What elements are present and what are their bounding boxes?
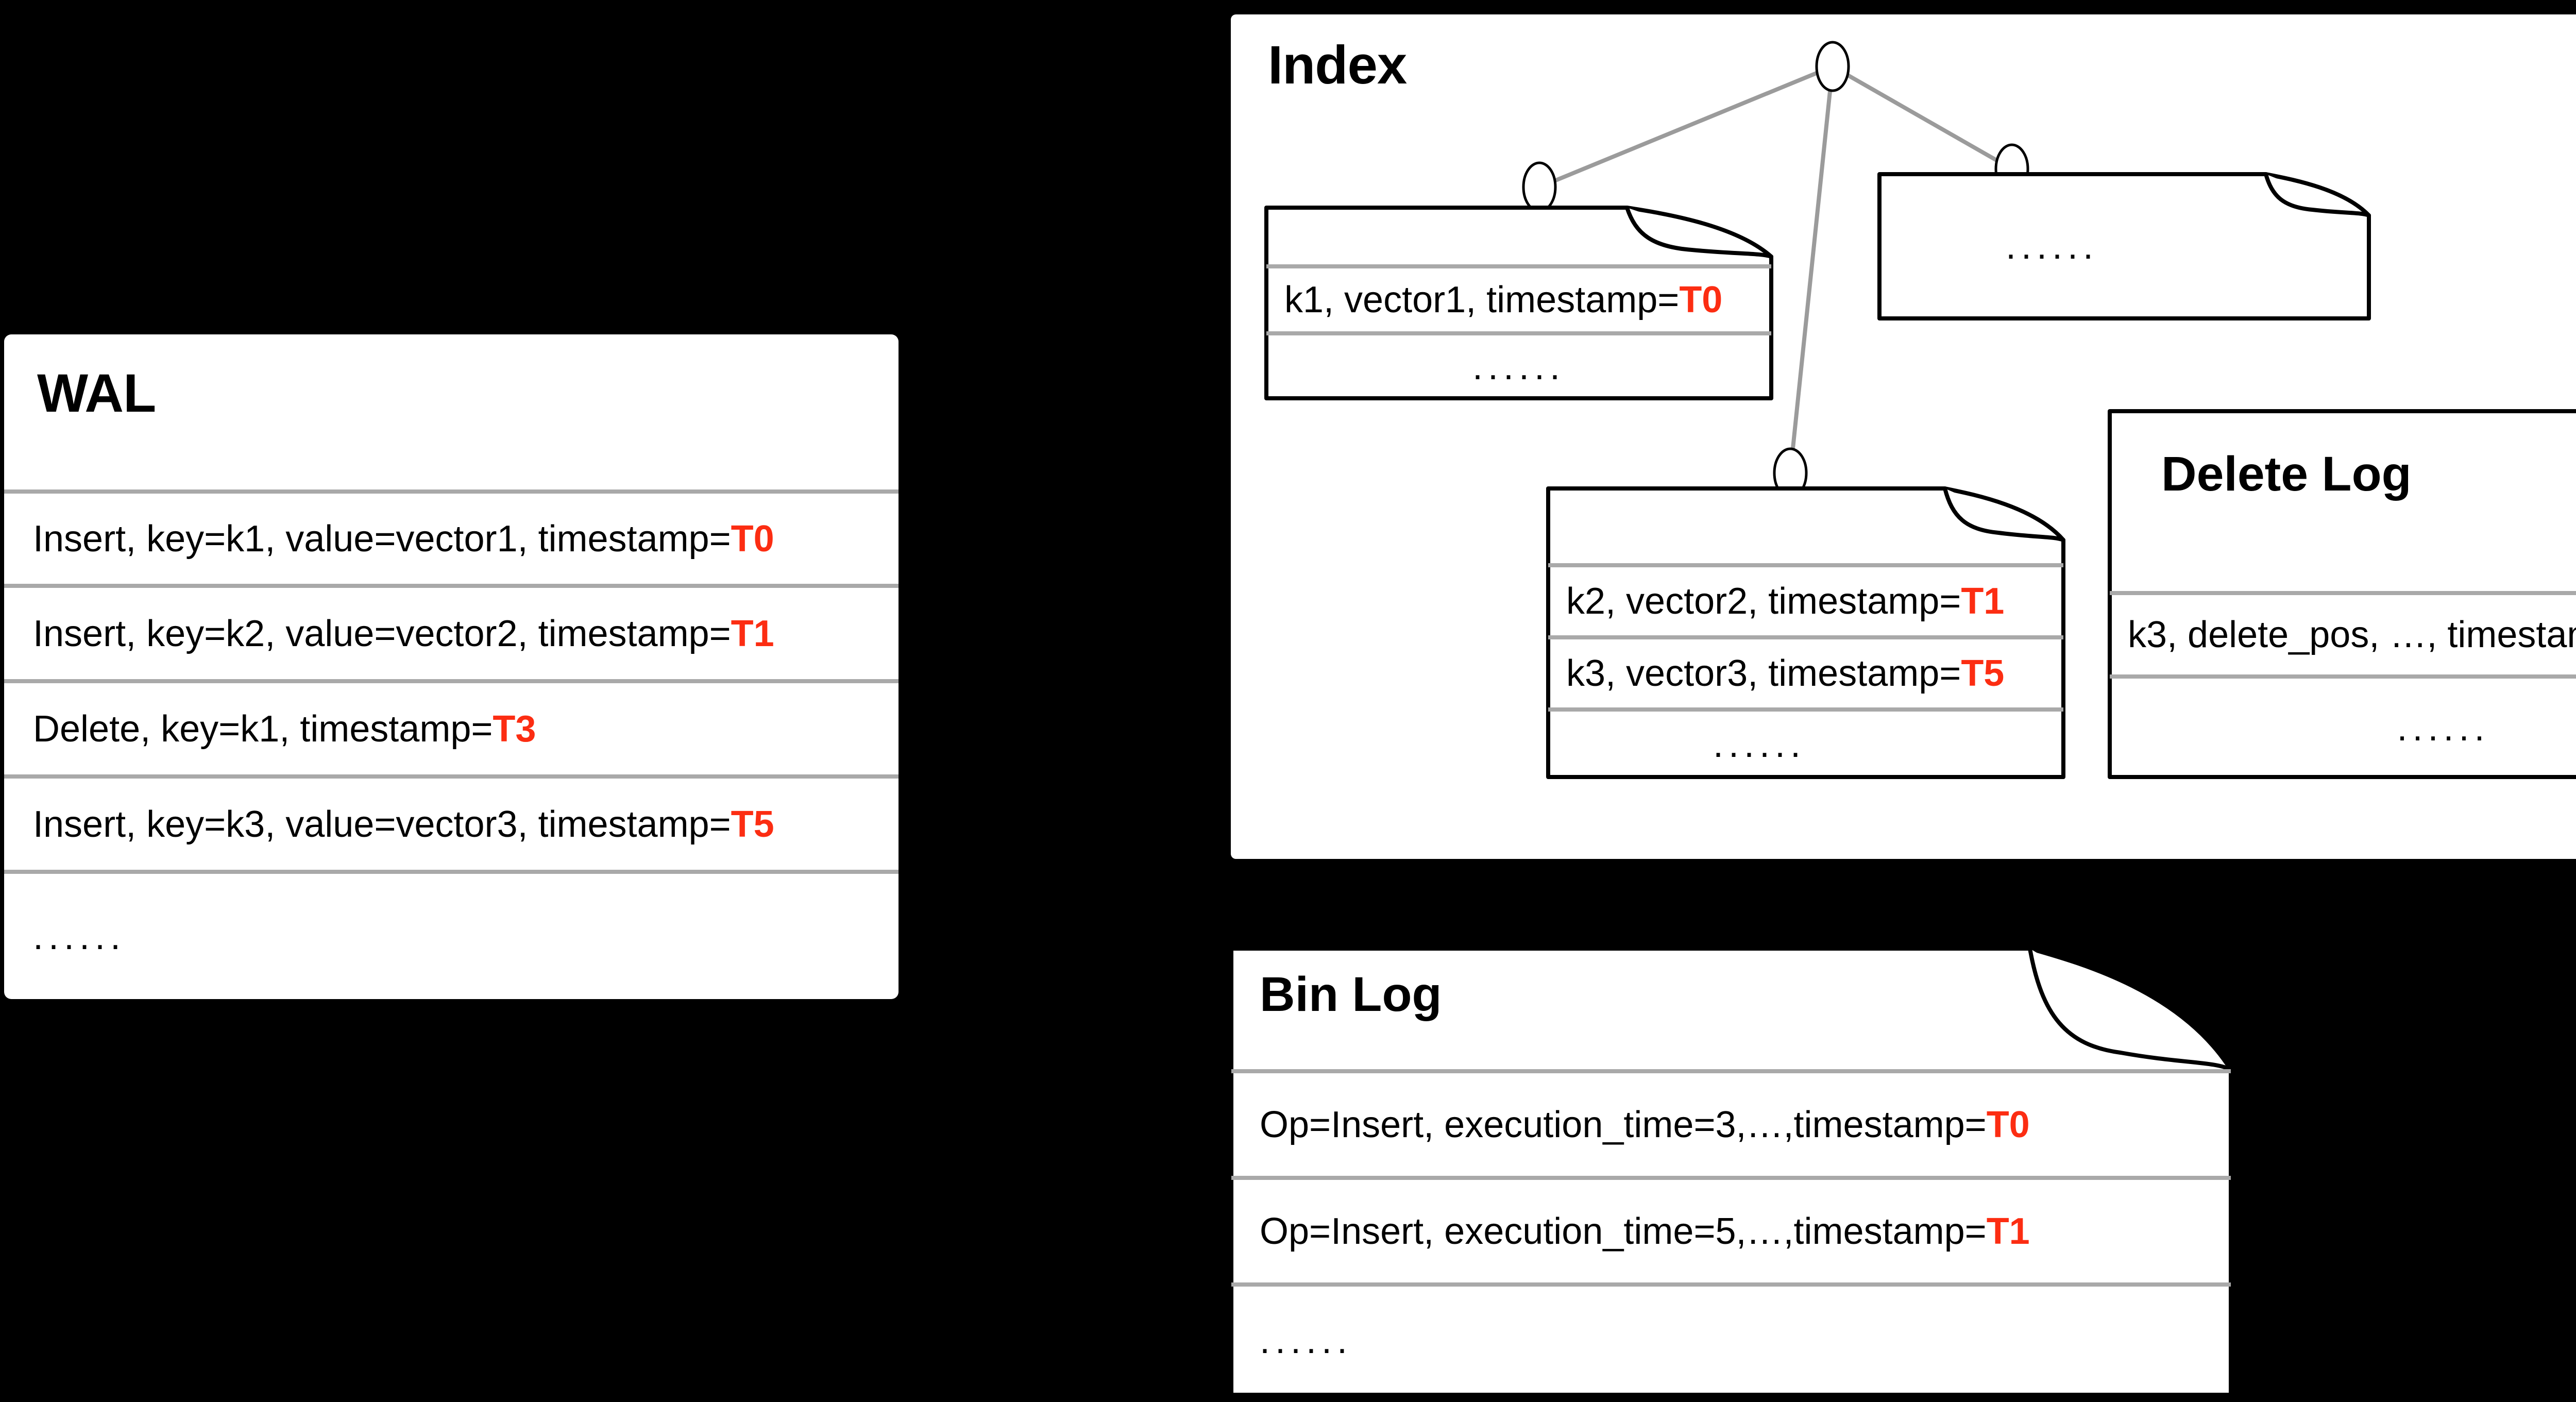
index-segment-doc-1: k1, vector1, timestamp=T0 ...... [1264,206,1773,400]
index-title: Index [1268,35,1407,95]
timestamp-highlight: T1 [1986,1210,2030,1252]
doc-fold-corner-icon [1625,206,1773,259]
ellipsis-text: ...... [1713,723,1806,765]
wal-row-text: Insert, key=k3, value=vector3, timestamp… [33,803,731,845]
ellipsis-text: ...... [2397,707,2490,749]
delete-log-title: Delete Log [2161,447,2412,501]
timestamp-highlight: T0 [731,518,774,560]
index-segment-doc-3: ...... [1877,172,2371,320]
wal-box: WAL Insert, key=k1, value=vector1, times… [4,334,899,999]
index-segment-doc-2: k2, vector2, timestamp=T1 k3, vector3, t… [1546,486,2065,779]
wal-row-insert-k1: Insert, key=k1, value=vector1, timestamp… [4,489,899,584]
bin-log-row-2: Op=Insert, execution_time=5,…,timestamp=… [1231,1176,2231,1282]
segment-row-k2: k2, vector2, timestamp=T1 [1548,563,2063,635]
segment-row-k1: k1, vector1, timestamp=T0 [1266,264,1771,331]
tree-edge-root-right [1832,64,2013,171]
bin-log-row-text: Op=Insert, execution_time=3,…,timestamp= [1260,1104,1987,1145]
delete-log-row-text: k3, delete_pos, …, timestamp= [2128,614,2576,655]
segment-row-ellipsis: ...... [1879,174,2369,318]
wal-row-delete-k1: Delete, key=k1, timestamp=T3 [4,679,899,774]
ellipsis-text: ...... [1260,1320,1353,1361]
tree-edge-root-middle [1788,66,1835,474]
page-icon [1877,172,2371,320]
segment-row-k3: k3, vector3, timestamp=T5 [1548,635,2063,707]
wal-row-text: Delete, key=k1, timestamp= [33,708,493,750]
wal-row-insert-k3: Insert, key=k3, value=vector3, timestamp… [4,774,899,870]
bin-log-title: Bin Log [1260,967,1442,1022]
ellipsis-text: ...... [1472,346,1566,387]
tree-edge-root-left [1538,64,1834,189]
bin-log-row-ellipsis: ...... [1231,1282,2231,1395]
doc-fold-corner-icon [2264,172,2371,217]
timestamp-highlight: T0 [1986,1104,2030,1145]
page-icon [1264,206,1773,400]
ellipsis-text: ...... [2005,226,2099,267]
timestamp-highlight: T1 [731,613,774,654]
bin-log-row-text: Op=Insert, execution_time=5,…,timestamp= [1260,1210,1987,1252]
delete-log-row-ellipsis: ...... [2110,674,2576,777]
wal-row-insert-k2: Insert, key=k2, value=vector2, timestamp… [4,584,899,679]
segment-row-text: k1, vector1, timestamp= [1284,279,1680,320]
timestamp-highlight: T3 [493,708,536,750]
wal-row-ellipsis: ...... [4,870,899,999]
tree-node-root-icon [1815,41,1850,92]
segment-row-text: k2, vector2, timestamp= [1566,581,1961,622]
segment-row-text: k3, vector3, timestamp= [1566,653,1961,694]
index-panel: Index k1, vector1, timestamp=T0 ...... [1231,14,2576,859]
timestamp-highlight: T1 [1961,581,2005,622]
timestamp-highlight: T0 [1679,279,1723,320]
tree-node-left-icon [1522,161,1557,213]
delete-log-doc: Delete Log k3, delete_pos, …, timestamp=… [2108,409,2576,779]
timestamp-highlight: T5 [731,803,774,845]
segment-row-ellipsis: ...... [1548,707,2063,777]
wal-row-text: Insert, key=k1, value=vector1, timestamp… [33,518,731,560]
timestamp-highlight: T5 [1961,653,2005,694]
wal-title: WAL [37,363,156,424]
doc-fold-corner-icon [1943,486,2065,542]
page-icon [1546,486,2065,779]
ellipsis-text: ...... [33,916,126,957]
doc-fold-corner-icon [2028,947,2233,1072]
delete-log-row-k3: k3, delete_pos, …, timestamp=T3 [2110,591,2576,674]
bin-log-row-1: Op=Insert, execution_time=3,…,timestamp=… [1231,1069,2231,1176]
wal-row-text: Insert, key=k2, value=vector2, timestamp… [33,613,731,654]
bin-log-doc: Bin Log Op=Insert, execution_time=3,…,ti… [1229,947,2233,1397]
segment-row-ellipsis: ...... [1266,331,1771,398]
